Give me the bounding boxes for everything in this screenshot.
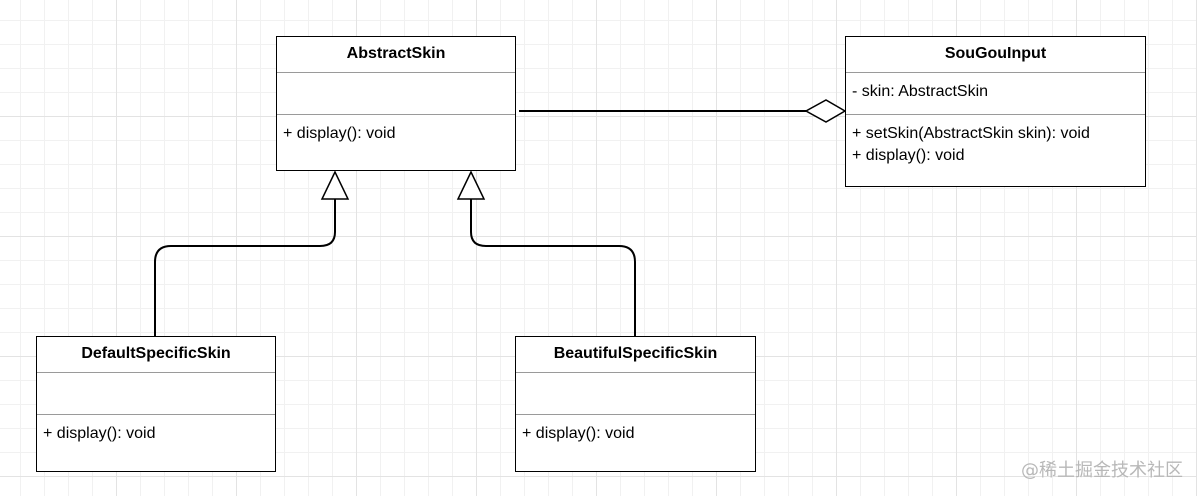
operation: + display(): void <box>43 425 156 442</box>
operations-compartment: + display(): void <box>277 115 515 145</box>
class-sougou-input[interactable]: SouGouInput - skin: AbstractSkin + setSk… <box>845 36 1146 187</box>
operation: + display(): void <box>852 147 965 164</box>
class-default-specific-skin[interactable]: DefaultSpecificSkin + display(): void <box>36 336 276 472</box>
operations-compartment: + display(): void <box>37 415 275 445</box>
operation: + display(): void <box>283 125 396 142</box>
operation: + display(): void <box>522 425 635 442</box>
operations-compartment: + display(): void <box>516 415 755 445</box>
class-abstract-skin[interactable]: AbstractSkin + display(): void <box>276 36 516 171</box>
class-name: AbstractSkin <box>277 37 515 73</box>
class-name: BeautifulSpecificSkin <box>516 337 755 373</box>
operation: + setSkin(AbstractSkin skin): void <box>852 125 1090 142</box>
attributes-compartment <box>37 373 275 415</box>
watermark: @稀土掘金技术社区 <box>1021 460 1183 481</box>
operations-compartment: + setSkin(AbstractSkin skin): void + dis… <box>846 115 1145 167</box>
attributes-compartment <box>516 373 755 415</box>
class-beautiful-specific-skin[interactable]: BeautifulSpecificSkin + display(): void <box>515 336 756 472</box>
generalization-line-beautiful[interactable] <box>470 199 636 336</box>
generalization-line-default[interactable] <box>154 199 336 336</box>
attributes-compartment <box>277 73 515 115</box>
attributes-compartment: - skin: AbstractSkin <box>846 73 1145 115</box>
class-name: DefaultSpecificSkin <box>37 337 275 373</box>
attribute: - skin: AbstractSkin <box>852 83 989 100</box>
generalization-arrowhead-beautiful <box>456 170 486 200</box>
generalization-arrowhead-default <box>320 170 350 200</box>
class-name: SouGouInput <box>846 37 1145 73</box>
aggregation-diamond <box>804 99 847 123</box>
